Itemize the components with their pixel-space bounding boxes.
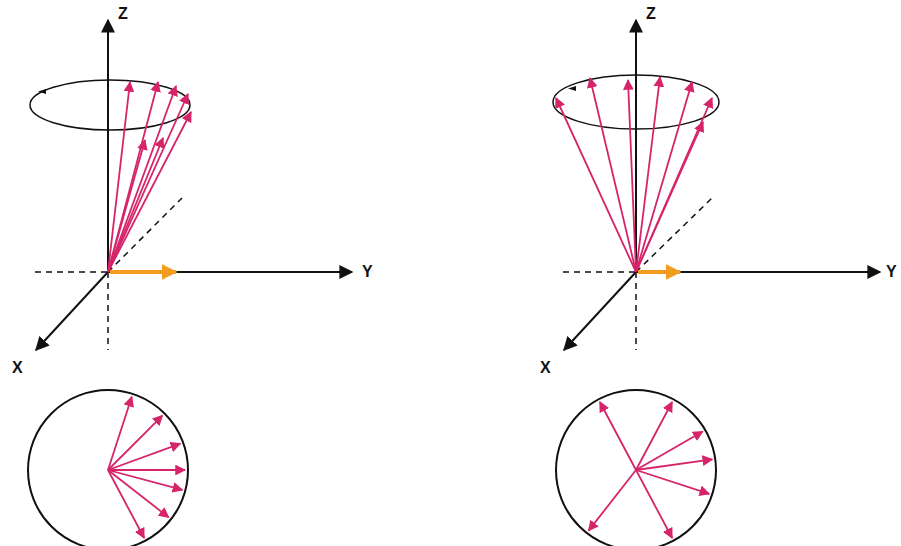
spin-vector [108, 112, 191, 272]
spin-projection [108, 470, 144, 538]
spin-projection [600, 402, 636, 470]
spin-projection [108, 470, 169, 517]
spin-vector [108, 94, 188, 272]
spin-vector [108, 140, 145, 272]
field-vector [110, 270, 176, 274]
spin-projection [108, 469, 185, 471]
spin-projection [108, 470, 182, 490]
spin-projection [108, 416, 162, 470]
spin-projection [636, 459, 712, 470]
axis-label: Z [646, 6, 656, 22]
axis-label: X [540, 360, 551, 376]
axis-label: Y [362, 264, 373, 280]
spin-projection [108, 444, 180, 470]
field-vector [638, 270, 680, 274]
spin-vector [636, 122, 703, 272]
spin-projection [589, 470, 636, 531]
spin-vector [590, 78, 636, 272]
axis-label: Y [886, 264, 897, 280]
spin-projection [636, 432, 703, 471]
axes-left [28, 20, 352, 546]
axis-label: Z [118, 6, 128, 22]
spin-vector [636, 82, 692, 272]
axis-label: X [12, 360, 23, 376]
magnetization-vectors [108, 77, 712, 538]
axes-right [553, 20, 880, 546]
spin-vector [636, 98, 712, 272]
spin-vector [108, 138, 163, 272]
spin-vector [628, 80, 636, 272]
spin-vector [108, 86, 176, 272]
spin-vector [556, 98, 636, 272]
spin-projection [636, 470, 672, 538]
